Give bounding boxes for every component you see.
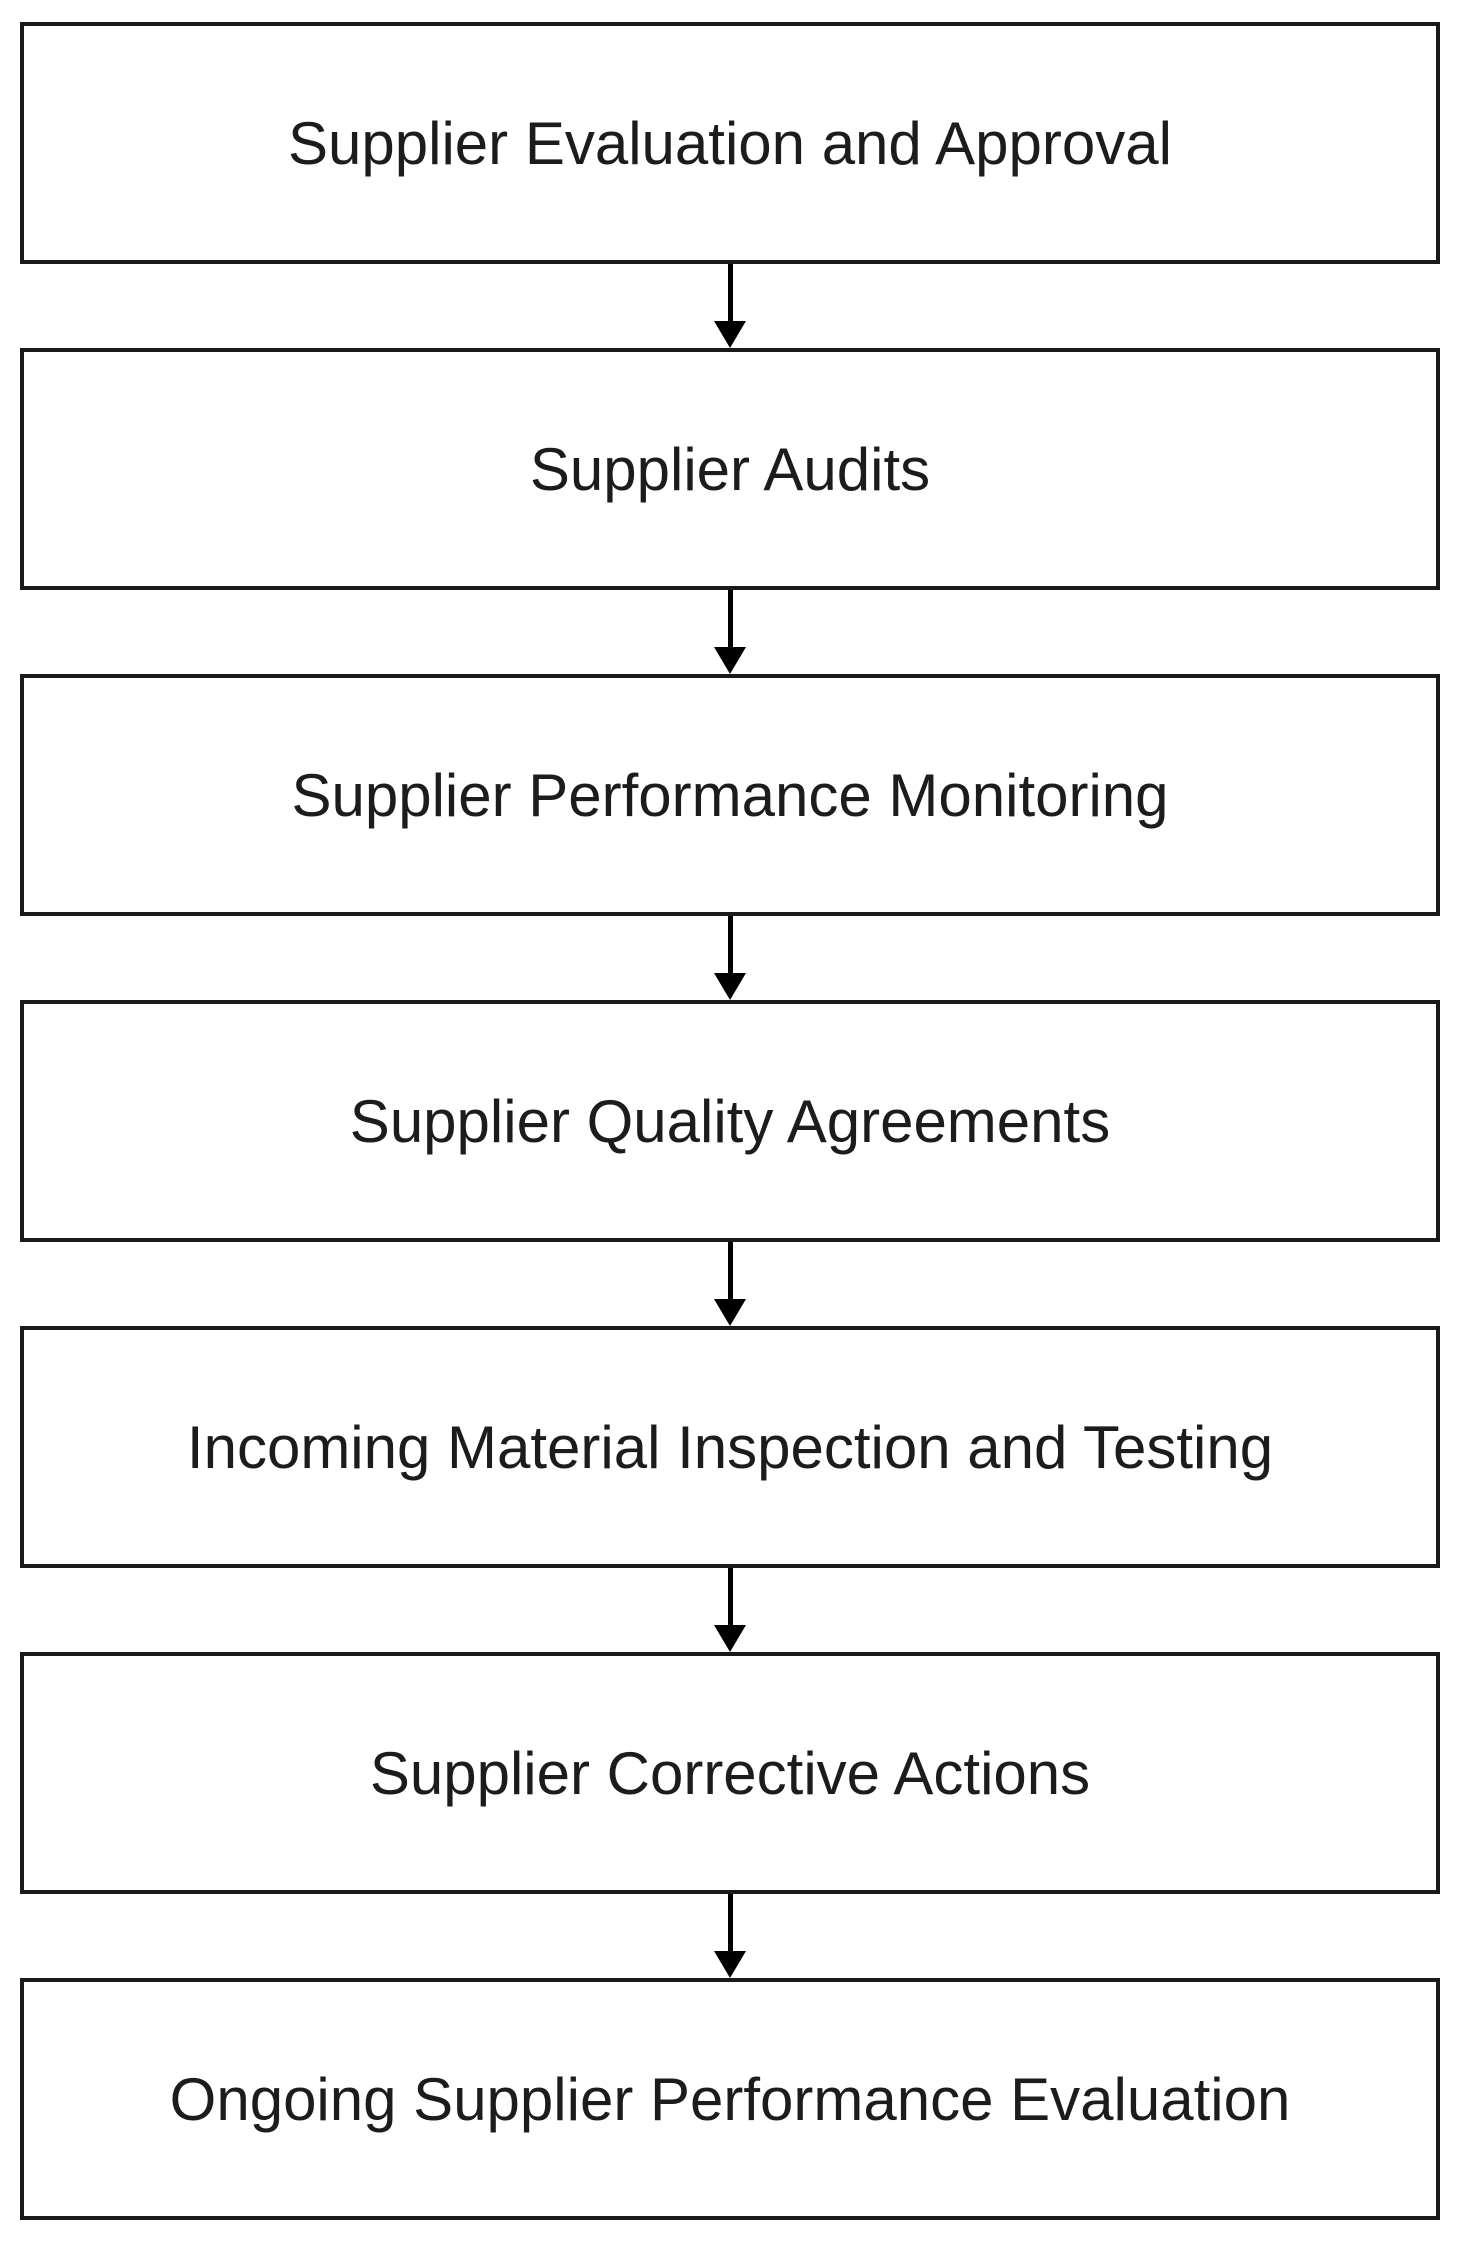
flow-node-label: Supplier Corrective Actions	[369, 1739, 1091, 1807]
arrow-head	[714, 321, 746, 348]
flow-node-supplier-corrective-actions: Supplier Corrective Actions	[20, 1652, 1440, 1894]
arrow-head	[714, 973, 746, 1000]
arrow-line	[727, 264, 733, 322]
flow-node-label: Supplier Performance Monitoring	[291, 761, 1169, 829]
down-arrow-icon	[20, 1894, 1440, 1978]
down-arrow-icon	[20, 590, 1440, 674]
arrow-head	[714, 1625, 746, 1652]
arrow-line	[727, 916, 733, 974]
flow-node-supplier-evaluation-and-approval: Supplier Evaluation and Approval	[20, 22, 1440, 264]
arrow-line	[727, 1568, 733, 1626]
flow-node-label: Incoming Material Inspection and Testing	[186, 1413, 1274, 1481]
arrow-line	[727, 1894, 733, 1952]
arrow-line	[727, 1242, 733, 1300]
flow-node-incoming-material-inspection-and-testing: Incoming Material Inspection and Testing	[20, 1326, 1440, 1568]
down-arrow-icon	[20, 916, 1440, 1000]
arrow-head	[714, 647, 746, 674]
arrow-head	[714, 1299, 746, 1326]
flow-node-label: Ongoing Supplier Performance Evaluation	[169, 2065, 1291, 2133]
flow-node-supplier-quality-agreements: Supplier Quality Agreements	[20, 1000, 1440, 1242]
arrow-head	[714, 1951, 746, 1978]
flow-node-supplier-audits: Supplier Audits	[20, 348, 1440, 590]
flow-node-label: Supplier Audits	[529, 435, 931, 503]
flow-node-label: Supplier Quality Agreements	[349, 1087, 1111, 1155]
down-arrow-icon	[20, 1568, 1440, 1652]
down-arrow-icon	[20, 264, 1440, 348]
arrow-line	[727, 590, 733, 648]
flow-node-ongoing-supplier-performance-evaluation: Ongoing Supplier Performance Evaluation	[20, 1978, 1440, 2220]
flow-node-supplier-performance-monitoring: Supplier Performance Monitoring	[20, 674, 1440, 916]
down-arrow-icon	[20, 1242, 1440, 1326]
flow-node-label: Supplier Evaluation and Approval	[288, 109, 1172, 177]
